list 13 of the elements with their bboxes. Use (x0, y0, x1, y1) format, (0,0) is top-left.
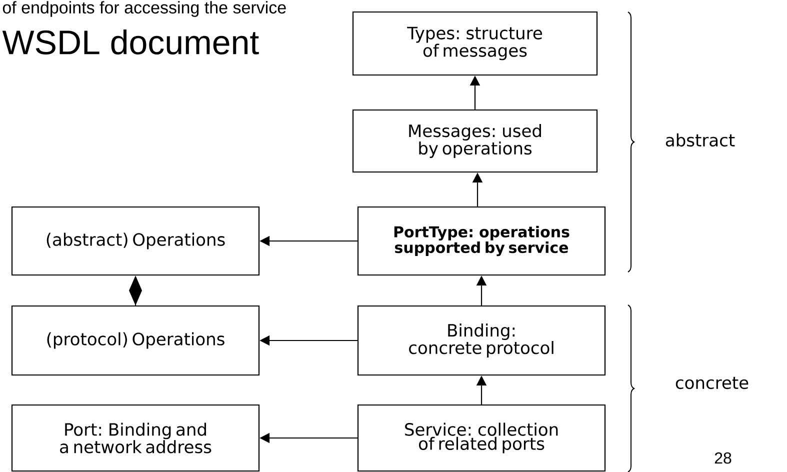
heading-text: of endpoints for accessing the service (2, 1, 286, 17)
box: Service: collection of related ports (357, 404, 606, 472)
page-number: 28 (714, 452, 732, 464)
group-label: concrete (676, 376, 748, 390)
box: Port: Binding and a network address (11, 404, 260, 472)
title: WSDL document (2, 30, 259, 54)
box: PortType: operations supported by service (357, 206, 606, 276)
box: (protocol) Operations (11, 305, 260, 376)
group-label: abstract (666, 133, 735, 147)
box: (abstract) Operations (11, 206, 260, 276)
box: Binding: concrete protocol (357, 305, 606, 376)
box: Messages: used by operations (352, 109, 598, 173)
box: Types: structure of messages (352, 11, 598, 76)
